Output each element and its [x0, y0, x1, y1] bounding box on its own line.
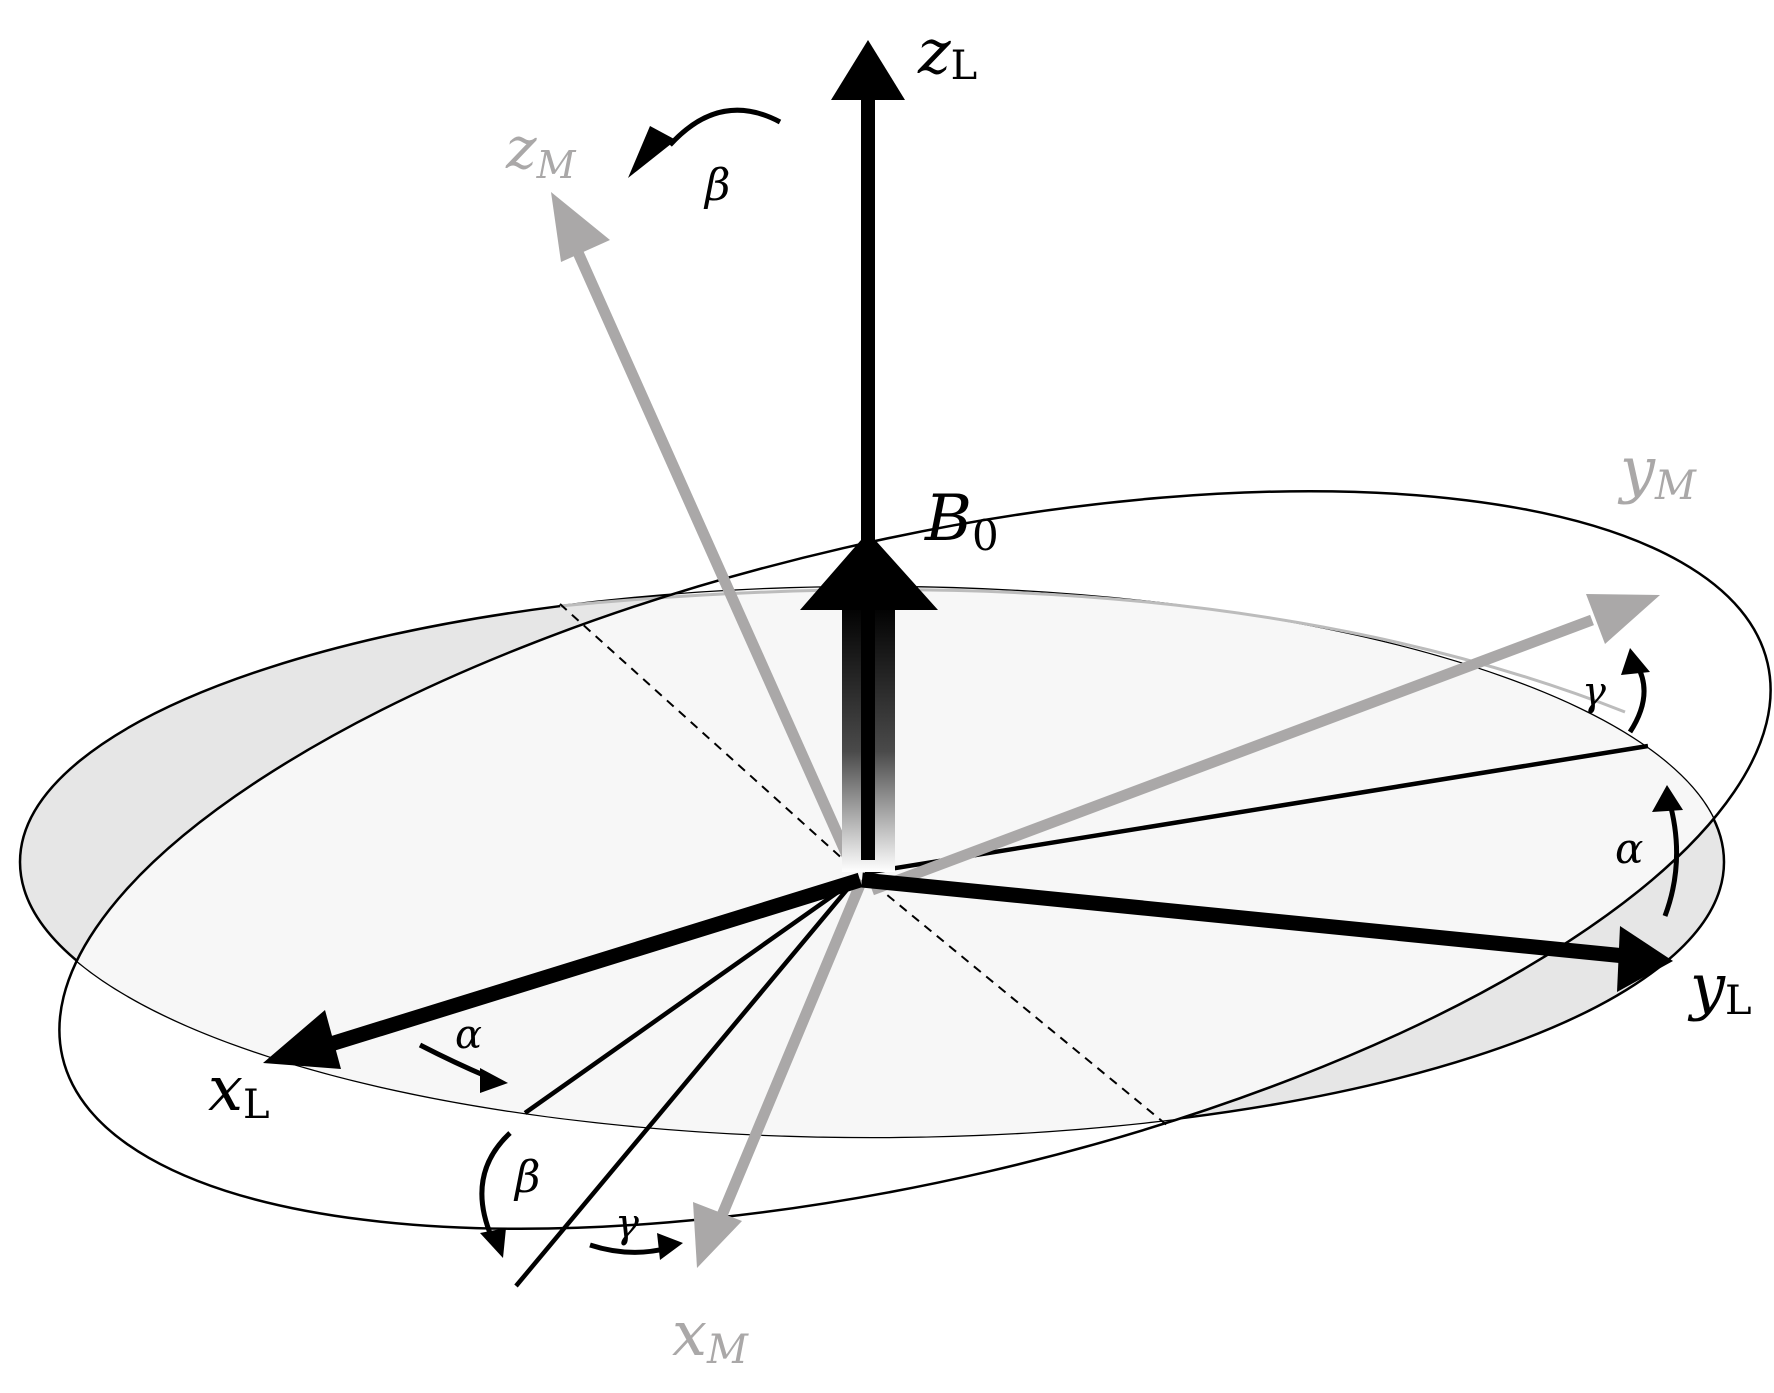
molecular-frame-axes	[551, 192, 1660, 1268]
x-m-arrowhead	[693, 1202, 742, 1268]
molecular-plane-ellipse	[58, 490, 1772, 1230]
y-l-label-main: y	[1687, 950, 1726, 1023]
z-m-label-sub: M	[536, 143, 577, 187]
x-m-label-main: x	[672, 1297, 707, 1370]
y-l-axis	[861, 872, 1626, 964]
nodal-line-upper	[559, 603, 856, 871]
beta-bottom-arc	[479, 1131, 512, 1239]
y-m-axis	[870, 614, 1594, 896]
x-m-label-sub: M	[706, 1327, 749, 1373]
rotation-arcs	[418, 107, 1680, 1255]
b0-label: B0	[924, 482, 999, 560]
alpha-left-label: α	[455, 1012, 482, 1058]
z-l-label-sub: L	[951, 43, 978, 89]
z-l-label-main: z	[917, 15, 951, 88]
x-l-label: xL	[208, 1052, 270, 1128]
lab-plane-far-edge	[559, 588, 1626, 714]
z-l-label: zL	[917, 15, 977, 89]
gamma-right-arc	[1627, 663, 1647, 734]
y-l-arrowhead	[1617, 926, 1673, 992]
gamma-bottom-label: γ	[615, 1201, 639, 1247]
gamma-right-arrowhead	[1621, 648, 1650, 675]
beta-top-arc	[668, 107, 782, 147]
x-l-label-sub: L	[243, 1082, 270, 1128]
plane-overlap-region	[59, 587, 1724, 1137]
alpha-right-label: α	[1615, 824, 1643, 873]
b0-label-main: B	[924, 482, 972, 556]
x-l-label-main: x	[208, 1052, 243, 1125]
z-m-label: zM	[505, 114, 577, 187]
intermediate-axis-right	[864, 743, 1649, 876]
b0-label-sub: 0	[972, 511, 999, 560]
beta-top-arrowhead	[628, 126, 676, 178]
y-l-label: yL	[1687, 950, 1752, 1024]
alpha-right-arrowhead	[1652, 785, 1683, 812]
y-m-arrowhead	[1586, 594, 1660, 644]
gamma-right-label: γ	[1582, 669, 1606, 715]
x-l-arrowhead	[263, 1010, 341, 1069]
z-m-arrowhead	[551, 192, 610, 262]
intermediate-axis-lower-b	[514, 878, 857, 1288]
z-m-axis	[570, 245, 856, 865]
intermediate-axis-lower-a	[523, 878, 857, 1115]
y-l-label-sub: L	[1725, 978, 1752, 1024]
y-m-label-sub: M	[1654, 463, 1697, 509]
gamma-bottom-arrowhead	[657, 1233, 683, 1260]
beta-top-label: β	[703, 160, 730, 211]
alpha-right-arc	[1662, 799, 1680, 917]
rotation-arrowheads	[480, 126, 1683, 1260]
alpha-left-arrowhead	[480, 1068, 508, 1093]
x-l-axis	[315, 872, 863, 1056]
y-m-label: yM	[1617, 433, 1697, 509]
lab-frame-axes	[263, 40, 1673, 1069]
beta-bottom-arrowhead	[480, 1228, 506, 1258]
z-m-label-main: z	[505, 114, 537, 182]
x-m-label: xM	[672, 1297, 749, 1373]
z-l-arrowhead	[831, 40, 905, 100]
beta-bottom-label: β	[513, 1152, 540, 1203]
y-m-label-main: y	[1617, 433, 1656, 506]
x-m-axis	[714, 877, 868, 1223]
